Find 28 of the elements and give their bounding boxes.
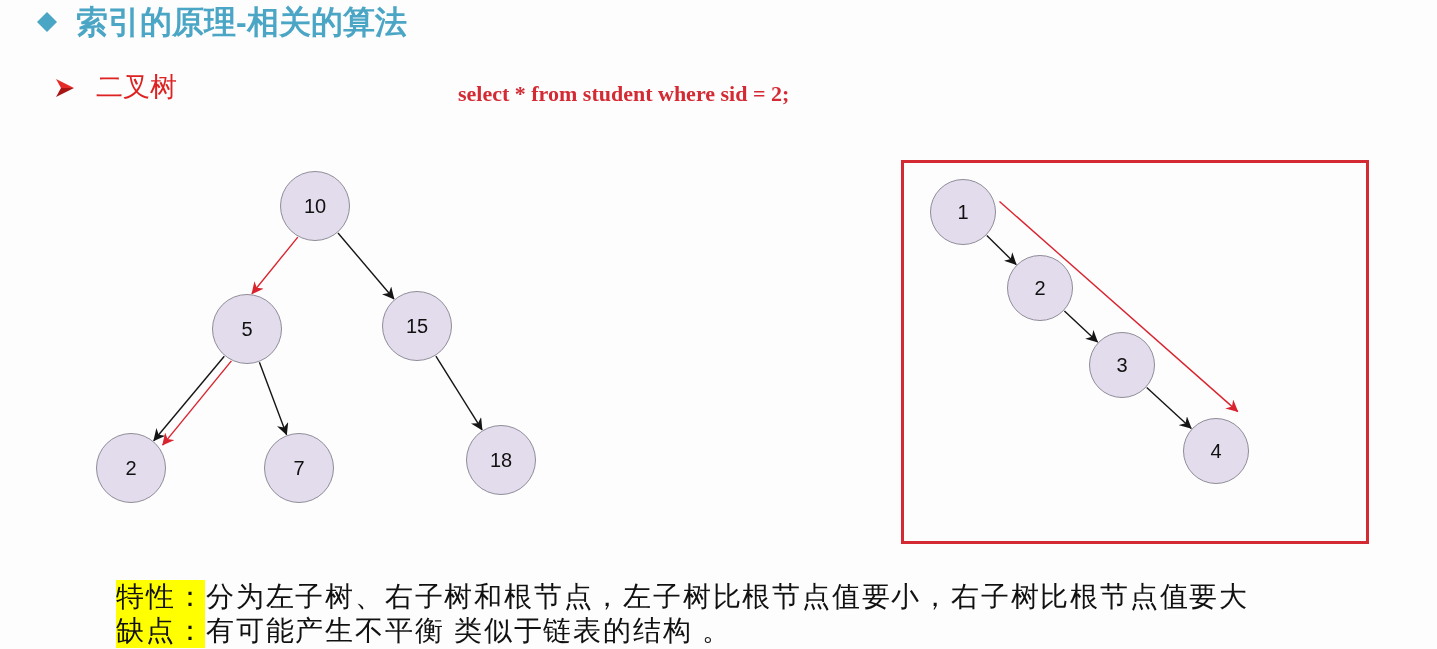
- tree-node: 4: [1183, 418, 1249, 484]
- slide-title: 索引的原理-相关的算法: [76, 4, 407, 40]
- description-text: 有可能产生不平衡 类似于链表的结构 。: [206, 614, 732, 648]
- arrow: [986, 234, 1017, 266]
- tree-node: 7: [264, 433, 334, 503]
- tree-node: 10: [280, 171, 350, 241]
- arrow: [153, 355, 225, 442]
- arrow: [1146, 386, 1192, 430]
- tree-node: 3: [1089, 332, 1155, 398]
- arrow: [251, 236, 299, 295]
- arrow: [435, 355, 483, 431]
- tree-node: 5: [212, 294, 282, 364]
- tree-node: 2: [96, 433, 166, 503]
- highlight-frame: [901, 160, 1369, 544]
- sql-query-text: select * from student where sid = 2;: [458, 80, 790, 108]
- arrow: [1063, 310, 1099, 343]
- highlighted-term: 特性：: [116, 580, 206, 614]
- highlighted-term: 缺点：: [116, 614, 206, 648]
- tree-node: 1: [930, 179, 996, 245]
- arrow: [998, 200, 1239, 413]
- arrow: [161, 360, 233, 446]
- arrow: [258, 361, 289, 436]
- tree-node: 2: [1007, 255, 1073, 321]
- description-text: 分为左子树、右子树和根节点，左子树比根节点值要小，右子树比根节点值要大: [206, 580, 1249, 614]
- arrow: [337, 232, 395, 300]
- tree-node: 15: [382, 291, 452, 361]
- section-heading: 二叉树: [96, 71, 177, 104]
- tree-node: 18: [466, 425, 536, 495]
